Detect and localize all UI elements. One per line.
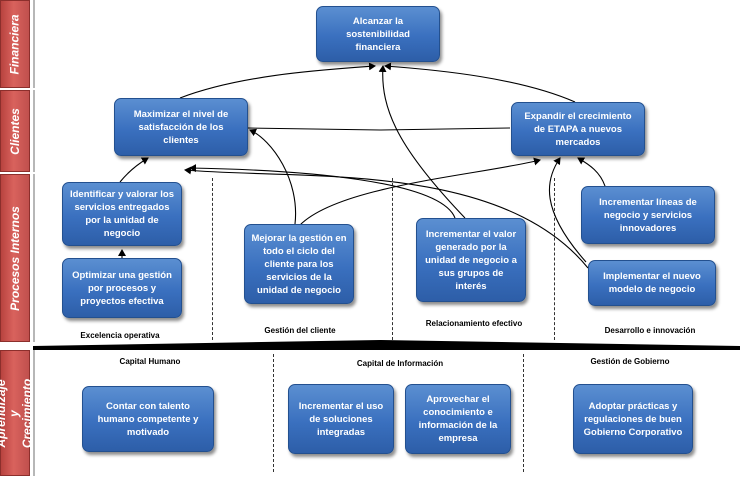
arrow-mejorar-to-satisfaccion — [249, 128, 297, 225]
financial-perspective-area — [33, 0, 35, 88]
label-desarrollo: Desarrollo e innovación — [604, 326, 696, 335]
objective-mejorar[interactable]: Mejorar la gestión en todo el ciclo del … — [244, 224, 354, 304]
capital-separator-1 — [273, 354, 274, 472]
arrow-mejorar-to-crecimiento — [299, 157, 541, 226]
financial-perspective-tab: Financiera — [0, 0, 30, 88]
objective-optimizar[interactable]: Optimizar una gestión por procesos y pro… — [62, 258, 182, 318]
process-perspective-area — [33, 174, 35, 342]
objective-identificar[interactable]: Identificar y valorar los servicios entr… — [62, 182, 182, 246]
label-gestion-cliente: Gestión del cliente — [264, 326, 336, 335]
arrow-incrementar-to-satisfaccion — [189, 164, 456, 219]
objective-conocimiento[interactable]: Aprovechar el conocimiento e información… — [405, 384, 511, 454]
arrow-incrementar-to-sostenibilidad — [378, 65, 466, 219]
customer-perspective-tab: Clientes — [0, 90, 30, 172]
arrow-modelo-to-satisfaccion — [184, 166, 589, 269]
customer-perspective-area — [33, 90, 35, 172]
objective-satisfaccion[interactable]: Maximizar el nivel de satisfacción de lo… — [114, 98, 248, 156]
process-perspective-tab: Procesos Internos — [0, 174, 30, 342]
arrow-identificar-to-satisfaccion — [119, 157, 149, 183]
connector-satisfaccion-crecimiento — [247, 127, 511, 131]
label-gestion-gobierno: Gestión de Gobierno — [590, 357, 670, 366]
objective-gobierno[interactable]: Adoptar prácticas y regulaciones de buen… — [573, 384, 693, 454]
arrow-satisfaccion-to-sostenibilidad — [179, 62, 376, 99]
process-separator-2 — [392, 178, 393, 340]
objective-soluciones[interactable]: Incrementar el uso de soluciones integra… — [288, 384, 394, 454]
objective-lineas[interactable]: Incrementar líneas de negocio y servicio… — [581, 186, 715, 244]
label-relacionamiento: Relacionamiento efectivo — [425, 319, 523, 328]
objective-sostenibilidad[interactable]: Alcanzar la sostenibilidad financiera — [316, 6, 440, 62]
arrow-crecimiento-to-sostenibilidad — [384, 62, 576, 103]
arrow-lineas-to-crecimiento — [577, 157, 606, 187]
label-capital-informacion: Capital de Información — [356, 359, 444, 368]
capital-separator-2 — [523, 354, 524, 472]
learning-perspective-tab: Aprendizaje y Crecimiento — [0, 350, 35, 476]
learning-perspective-area — [33, 350, 35, 476]
objective-crecimiento[interactable]: Expandir el crecimiento de ETAPA a nuevo… — [511, 102, 645, 156]
objective-modelo[interactable]: Implementar el nuevo modelo de negocio — [588, 260, 716, 306]
label-excelencia: Excelencia operativa — [80, 331, 160, 340]
process-learning-ridge — [33, 340, 740, 350]
process-separator-1 — [212, 178, 213, 340]
objective-talento[interactable]: Contar con talento humano competente y m… — [82, 386, 214, 452]
arrow-modelo-to-crecimiento — [548, 157, 587, 263]
process-separator-3 — [554, 178, 555, 340]
label-capital-humano: Capital Humano — [119, 357, 181, 366]
objective-incrementar-valor[interactable]: Incrementar el valor generado por la uni… — [416, 218, 526, 302]
